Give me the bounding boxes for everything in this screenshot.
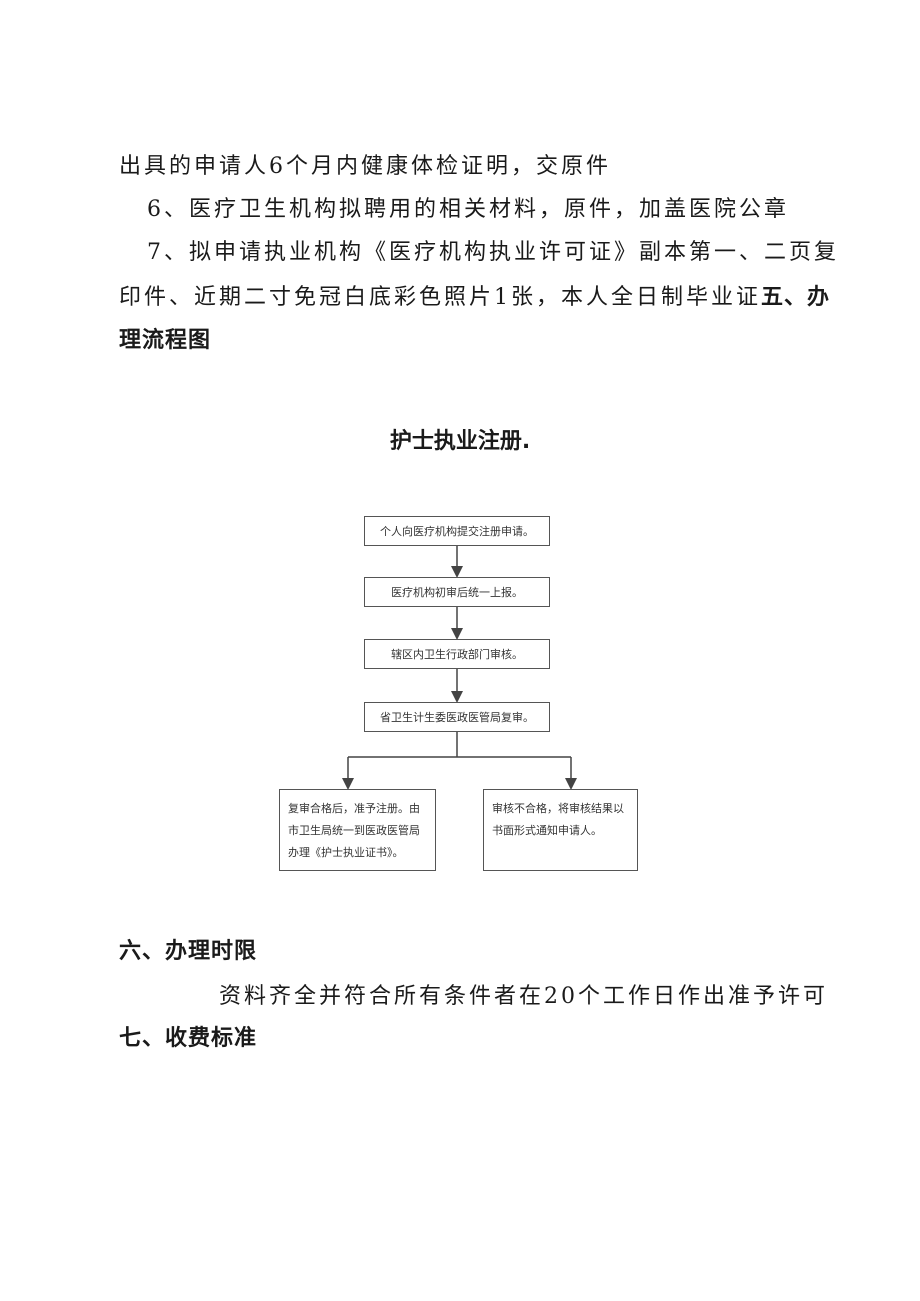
flow-result-pass: 复审合格后，准予注册。由市卫生局统一到医政医管局办理《护士执业证书》。 [279,789,436,871]
flow-step-2: 医疗机构初审后统一上报。 [364,577,550,607]
list-item-7-text: 印件、近期二寸免冠白底彩色照片1张，本人全日制毕业证 [119,285,761,310]
flow-step-1: 个人向医疗机构提交注册申请。 [364,516,550,546]
list-item-6: 6、医疗卫生机构拟聘用的相关材料，原件，加盖医院公章 [147,197,789,222]
flow-step-3: 辖区内卫生行政部门审核。 [364,639,550,669]
paragraph-line: 出具的申请人6个月内健康体检证明，交原件 [119,154,611,179]
flowchart-title: 护士执业注册. [389,429,531,454]
section-7-heading: 七、收费标准 [119,1026,258,1051]
section-5-heading-end: 理流程图 [119,328,212,353]
flow-result-fail: 审核不合格，将审核结果以书面形式通知申请人。 [483,789,638,871]
section-6-body: 资料齐全并符合所有条件者在20个工作日作出准予许可 [219,984,828,1009]
section-6-heading: 六、办理时限 [119,939,258,964]
list-item-7: 7、拟申请执业机构《医疗机构执业许可证》副本第一、二页复 [147,240,839,265]
list-item-7-continued: 印件、近期二寸免冠白底彩色照片1张，本人全日制毕业证五、办 [119,283,830,313]
flow-step-4: 省卫生计生委医政医管局复审。 [364,702,550,732]
section-5-heading-start: 五、办 [761,285,831,310]
